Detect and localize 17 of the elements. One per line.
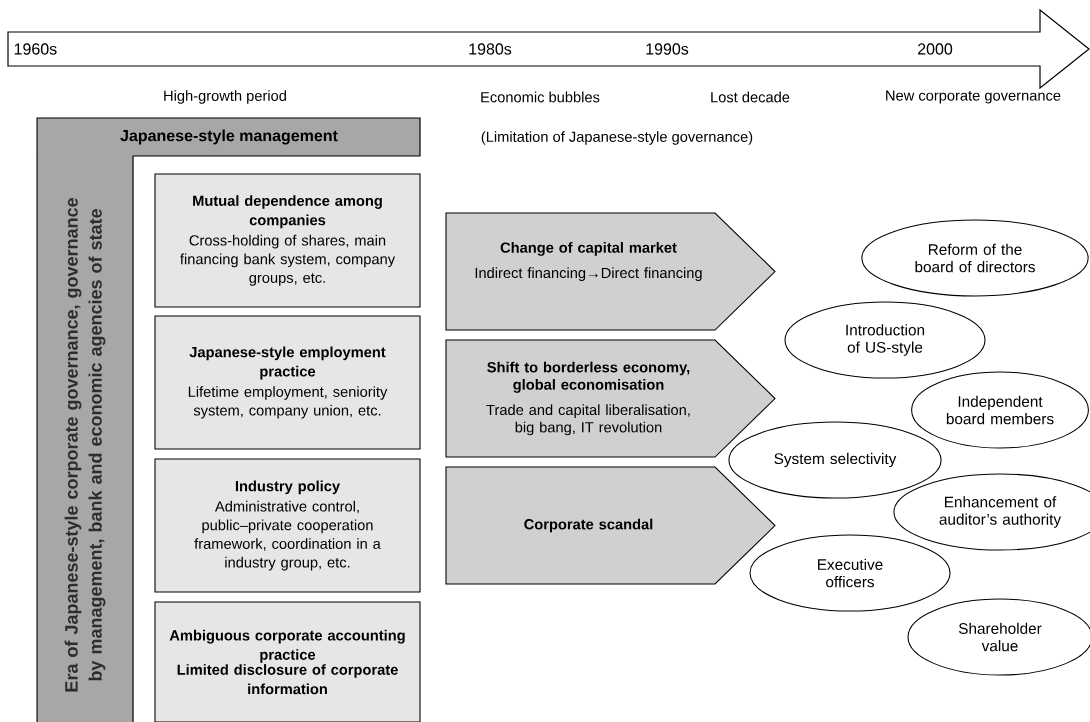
year-label: 1960s [14, 43, 57, 55]
pentagon-box: Corporate scandal [445, 466, 776, 585]
oval: Executive officers [749, 534, 951, 612]
oval: Introduction of US-style [784, 301, 986, 379]
year-label: 1990s [646, 43, 689, 55]
category-box: Ambiguous corporate accounting practice Limited disclosure of corporate information [154, 601, 421, 722]
year-label: 1980s [469, 43, 512, 55]
oval: Independent board members [911, 371, 1089, 449]
year-label: 2000 [918, 43, 953, 55]
oval: Reform of the board of directors [861, 219, 1089, 297]
note-text: (Limitation of Japanese-style governance) [481, 131, 753, 145]
category-box: Japanese-style employment practice Lifetime employment, seniority system, company union, etc. [154, 315, 421, 450]
category-box: Industry policy Administrative control, public–private cooperation framework, coordination in a industry group, etc. [154, 458, 421, 593]
oval: System selectivity [728, 421, 942, 499]
pentagon-box: Change of capital market Indirect financing→Direct financing [445, 212, 776, 331]
category-box: Mutual dependence among companies Cross-holding of shares, main financing bank system, company groups, etc. [154, 173, 421, 308]
pentagon-box: Shift to borderless economy, global economisation Trade and capital liberalisation, big bang, IT revolution [445, 339, 776, 458]
